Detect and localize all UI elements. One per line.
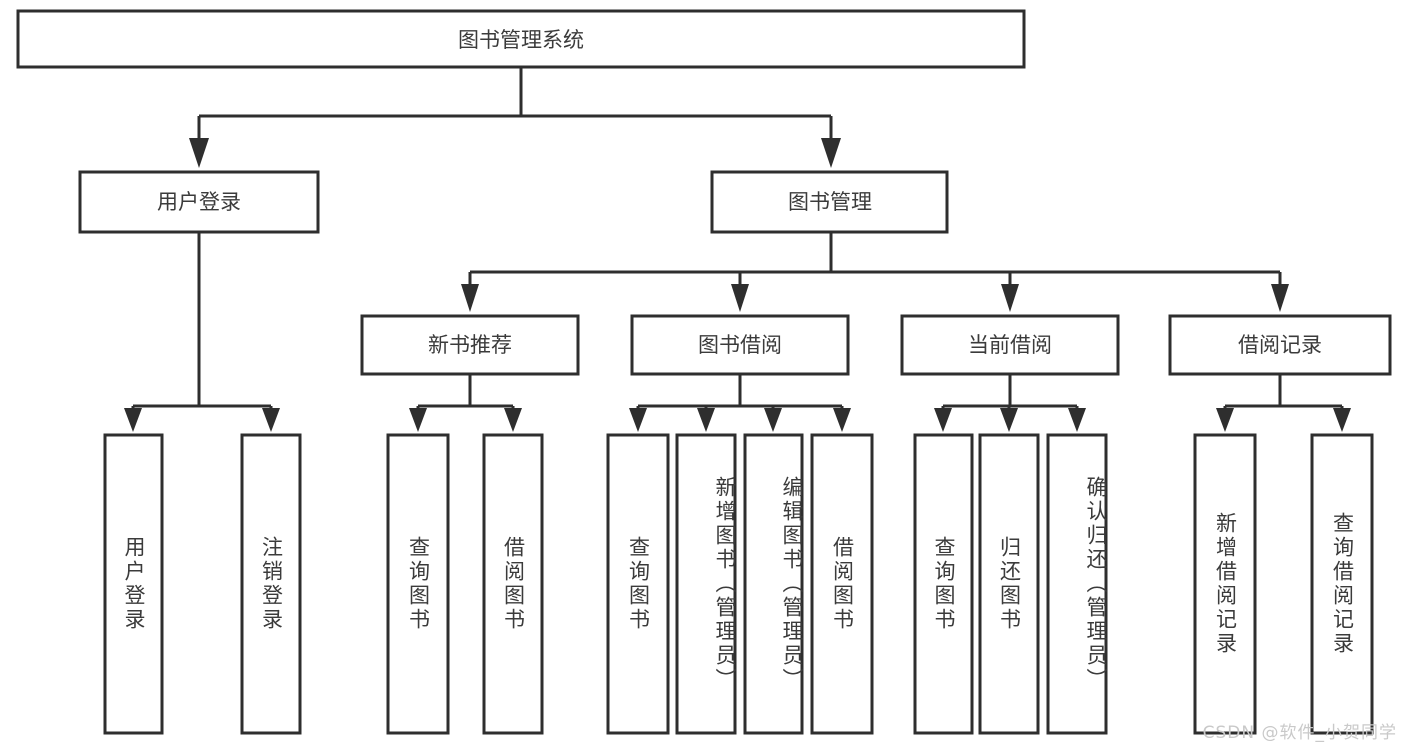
node-user-login-box[interactable] xyxy=(78,170,320,234)
node-book-borrow[interactable]: 图书借阅 xyxy=(630,314,850,376)
node-book-management-box[interactable] xyxy=(710,170,949,234)
watermark-text: CSDN @软件_小贺同学 xyxy=(1202,723,1397,743)
arrow-head-icon xyxy=(934,408,952,432)
arrow-head-icon xyxy=(124,408,142,432)
leaf-box-borrow-book-new[interactable] xyxy=(482,433,544,735)
arrow-head-icon xyxy=(833,408,851,432)
connector-userlogin-to-leaves xyxy=(124,232,280,432)
node-user-login[interactable]: 用户登录 xyxy=(78,170,320,234)
node-borrow-record-label: 借阅记录 xyxy=(1238,333,1322,357)
leaf-box-confirm-return-admin[interactable] xyxy=(1046,433,1108,735)
leaf-box-borrow-book[interactable] xyxy=(810,433,874,735)
node-current-borrow[interactable]: 当前借阅 xyxy=(900,314,1120,376)
leaf-box-query-book-new[interactable] xyxy=(386,433,450,735)
node-root-label: 图书管理系统 xyxy=(458,28,584,52)
node-borrow-record-box[interactable] xyxy=(1168,314,1392,376)
arrow-head-icon xyxy=(1216,408,1234,432)
arrow-head-icon xyxy=(731,284,749,312)
leaf-box-user-login[interactable] xyxy=(103,433,164,735)
leaf-box-logout[interactable] xyxy=(240,433,302,735)
leaf-box-add-borrow-record[interactable] xyxy=(1193,433,1257,735)
node-user-login-label: 用户登录 xyxy=(157,190,241,214)
leaf-box-add-book-admin[interactable] xyxy=(675,433,737,735)
connector-borrow-to-leaves xyxy=(629,374,851,432)
node-book-management-label: 图书管理 xyxy=(788,190,872,214)
leaf-box-query-book-borrow[interactable] xyxy=(606,433,670,735)
arrow-head-icon xyxy=(504,408,522,432)
arrow-head-icon xyxy=(1000,408,1018,432)
node-book-borrow-box[interactable] xyxy=(630,314,850,376)
leaf-box-query-book-current[interactable] xyxy=(913,433,974,735)
arrow-head-icon xyxy=(821,138,841,168)
node-new-book-recommend-box[interactable] xyxy=(360,314,580,376)
connector-record-to-leaves xyxy=(1216,374,1351,432)
arrow-head-icon xyxy=(1333,408,1351,432)
arrow-head-icon xyxy=(262,408,280,432)
node-root-box[interactable] xyxy=(16,9,1026,69)
leaf-box-query-borrow-record[interactable] xyxy=(1310,433,1374,735)
arrow-head-icon xyxy=(764,408,782,432)
node-book-management[interactable]: 图书管理 xyxy=(710,170,949,234)
arrow-head-icon xyxy=(1271,284,1289,312)
node-new-book-recommend-label: 新书推荐 xyxy=(428,333,512,357)
arrow-head-icon xyxy=(461,284,479,312)
arrow-head-icon xyxy=(1068,408,1086,432)
connector-current-to-leaves xyxy=(934,374,1086,432)
leaf-boxes xyxy=(103,433,1374,735)
node-current-borrow-label: 当前借阅 xyxy=(968,333,1052,357)
node-new-book-recommend[interactable]: 新书推荐 xyxy=(360,314,580,376)
leaf-box-edit-book-admin[interactable] xyxy=(743,433,804,735)
connector-root-to-level2 xyxy=(189,67,841,168)
node-current-borrow-box[interactable] xyxy=(900,314,1120,376)
node-borrow-record[interactable]: 借阅记录 xyxy=(1168,314,1392,376)
arrow-head-icon xyxy=(629,408,647,432)
node-root[interactable]: 图书管理系统 xyxy=(16,9,1026,69)
leaf-box-return-book[interactable] xyxy=(978,433,1040,735)
arrow-head-icon xyxy=(189,138,209,168)
connector-bookmgmt-to-level3 xyxy=(461,232,1289,312)
node-book-borrow-label: 图书借阅 xyxy=(698,333,782,357)
arrow-head-icon xyxy=(697,408,715,432)
arrow-head-icon xyxy=(409,408,427,432)
connector-newbook-to-leaves xyxy=(409,374,522,432)
arrow-head-icon xyxy=(1001,284,1019,312)
